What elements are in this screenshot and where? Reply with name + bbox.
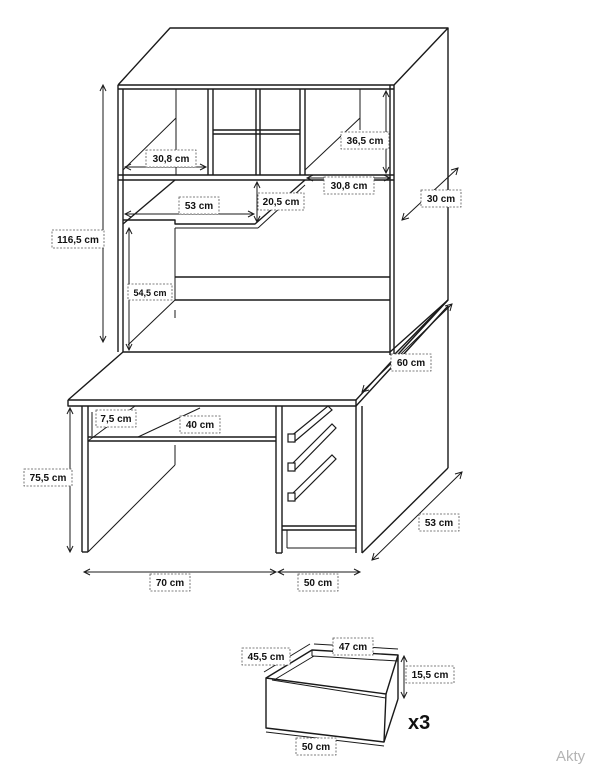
label-text: 40 cm <box>186 420 214 431</box>
dim-line-desk-depth <box>361 303 453 393</box>
drawer-quantity: x3 <box>408 712 430 734</box>
arrow <box>66 406 74 415</box>
label-drawer-front-width: 50 cm <box>295 737 337 756</box>
arrow <box>382 166 390 175</box>
drawer-inner-diag <box>273 655 315 681</box>
label-text: 50 cm <box>302 742 330 753</box>
arrow <box>401 212 410 221</box>
label-text: 50 cm <box>304 578 332 589</box>
drawer-right-bottom <box>383 698 399 743</box>
watermark-container: Akty <box>550 740 596 770</box>
label-inner-height: 54,5 cm <box>127 283 173 301</box>
left-leg-diag <box>87 464 176 553</box>
arrow <box>123 210 132 218</box>
desktop-top <box>67 299 449 401</box>
drawer-knob-1 <box>287 433 296 443</box>
arrow <box>99 83 107 92</box>
drawer-inner-edge <box>311 655 399 662</box>
label-shelf-width: 53 cm <box>178 196 220 215</box>
hutch-back-left-diag <box>122 117 177 171</box>
arrow <box>276 568 285 576</box>
label-text: 30 cm <box>427 194 455 205</box>
label-text: 70 cm <box>156 578 184 589</box>
arrow <box>66 545 74 554</box>
hutch-back-right-diag <box>304 117 361 171</box>
label-text: 54,5 cm <box>133 288 166 298</box>
label-text: 15,5 cm <box>412 670 449 681</box>
label-desk-depth: 60 cm <box>390 353 432 372</box>
arrow <box>353 568 362 576</box>
label-text: 7,5 cm <box>100 414 131 425</box>
arrow <box>125 226 133 235</box>
label-text: 116,5 cm <box>57 235 99 246</box>
label-text: 53 cm <box>425 518 453 529</box>
label-drawer-height: 15,5 cm <box>405 665 455 684</box>
drawer-front <box>265 677 387 743</box>
dimension-labels: 116,5 cm 30,8 cm 36,5 cm 30,8 cm 30 cm 5… <box>23 131 462 756</box>
label-drawer-depth: 45,5 cm <box>241 647 291 666</box>
label-text: 30,8 cm <box>153 154 190 165</box>
label-top-right-compartment-width: 30,8 cm <box>323 176 375 195</box>
arrow <box>253 180 261 189</box>
arrow <box>383 174 392 182</box>
label-text: 36,5 cm <box>347 136 384 147</box>
label-text: 75,5 cm <box>30 473 67 484</box>
arrow <box>125 343 133 352</box>
arrow <box>400 691 408 700</box>
label-top-depth: 30 cm <box>420 189 462 208</box>
label-text: 45,5 cm <box>248 652 285 663</box>
label-leg-depth: 40 cm <box>179 415 221 434</box>
label-text: 60 cm <box>397 358 425 369</box>
arrow <box>371 552 380 561</box>
hutch <box>117 27 449 356</box>
hutch-top-board <box>117 27 449 86</box>
label-desk-height: 75,5 cm <box>23 468 73 487</box>
arrow <box>199 163 208 171</box>
arrow <box>99 335 107 344</box>
hanging-shelf-diag <box>122 179 176 225</box>
label-desk-side-depth: 53 cm <box>418 513 460 532</box>
label-top-compartment-height: 36,5 cm <box>340 131 390 150</box>
arrow <box>444 303 453 312</box>
drawer-front-top <box>271 679 387 699</box>
arrow <box>305 174 314 182</box>
drawer-detail <box>265 649 399 743</box>
drawer-knob-3 <box>287 492 296 502</box>
watermark-text: Akty <box>556 748 586 765</box>
arrow <box>269 568 278 576</box>
label-text: 20,5 cm <box>263 197 300 208</box>
label-shelf-height: 20,5 cm <box>257 192 305 211</box>
arrow <box>361 384 370 393</box>
desk-right-bottom-diag <box>361 467 449 554</box>
arrow <box>82 568 91 576</box>
desktop-front <box>67 399 357 407</box>
label-text: 47 cm <box>339 642 367 653</box>
arrow <box>247 210 256 218</box>
label-desk-width: 70 cm <box>149 573 191 592</box>
hutch-right-side <box>393 28 449 356</box>
label-drawer-unit-width: 50 cm <box>297 573 339 592</box>
drawer-knob-2 <box>287 462 296 472</box>
label-total-height: 116,5 cm <box>51 229 105 249</box>
arrow <box>123 163 132 171</box>
arrow <box>253 215 261 224</box>
arrow <box>382 89 390 98</box>
arrow <box>400 654 408 663</box>
label-top-compartment-width: 30,8 cm <box>145 149 197 168</box>
dimension-lines <box>66 83 463 747</box>
label-text: 53 cm <box>185 201 213 212</box>
label-front-panel-height: 7,5 cm <box>95 409 137 428</box>
label-drawer-inner-width: 47 cm <box>332 637 374 656</box>
label-text: 30,8 cm <box>331 181 368 192</box>
arrow <box>450 167 459 176</box>
dim-line-leg-depth <box>137 407 201 438</box>
arrow <box>454 471 463 480</box>
back-left-diag <box>127 299 176 346</box>
dim-line-side-depth <box>371 471 463 561</box>
